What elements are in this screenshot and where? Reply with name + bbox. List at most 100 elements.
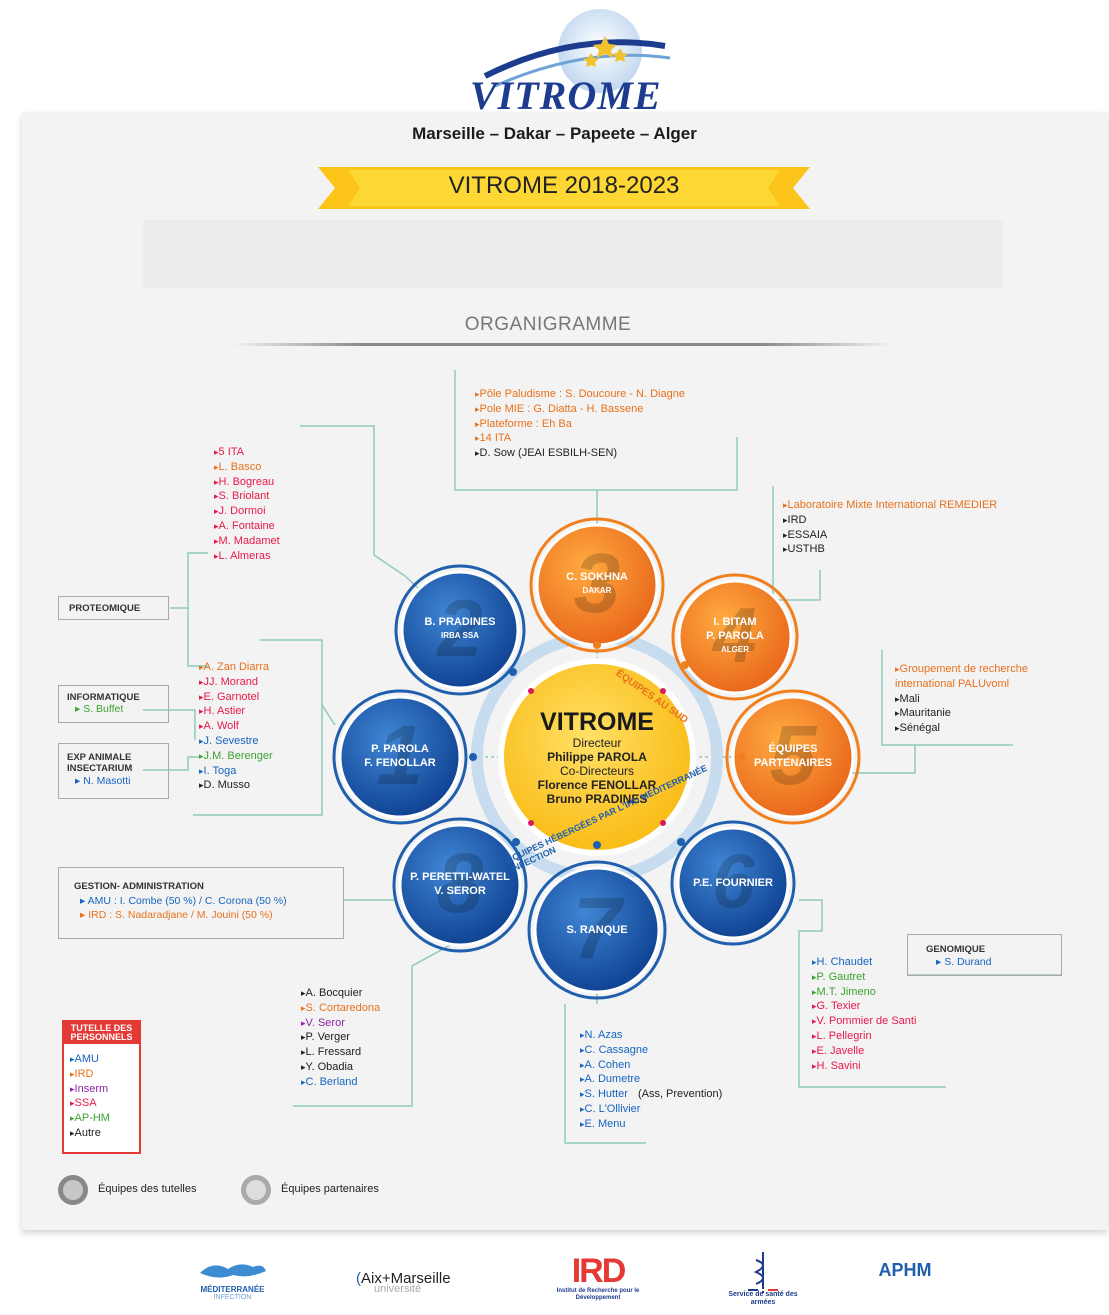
team4-item-text: ESSAIA [787,528,828,541]
team7-item: A. Dumetre [580,1072,722,1087]
team1-item-text: A. Zan Diarra [203,661,269,673]
team-1-circle [338,695,462,819]
team1-item-text: H. Astier [203,705,246,718]
legend-item: IRD [70,1067,110,1082]
tutelle-legend: TUTELLE DES PERSONNELS AMUIRDInsermSSAAP… [62,1020,141,1154]
team-8-line2: V. SEROR [434,885,486,897]
team6-item-text: H. Chaudet [816,956,873,968]
team5-item-text: Sénégal [899,722,940,735]
team2-item-text: S. Briolant [218,490,270,503]
team6-item: V. Pommier de Santi [812,1014,917,1029]
team1-item: D. Musso [199,778,273,793]
team-1-line2: F. FENOLLAR [364,757,436,769]
team7-item-note: (Ass, Prevention) [637,1088,723,1101]
informatique-label: INFORMATIQUE [67,692,140,703]
team4-item: Laboratoire Mixte International REMEDIER [783,498,998,513]
team6-item-text: H. Savini [816,1059,861,1072]
team6-item-text: L. Pellegrin [816,1029,872,1042]
section-title: ORGANIGRAMME [464,314,632,335]
team-4-number: 4 [711,591,756,679]
team7-item-text: N. Azas [584,1029,623,1041]
team8-item: L. Fressard [301,1045,380,1060]
team7-item-text: S. Hutter [584,1088,628,1101]
legend-item: AP-HM [70,1111,110,1126]
team-7-circle [533,866,661,994]
team8-item: C. Berland [301,1075,380,1090]
team-6-label: P.E. FOURNIER [663,876,803,890]
cities-subtitle: Marseille – Dakar – Papeete – Alger [412,124,697,143]
team-2-number: 2 [435,584,482,674]
caduceus-icon [748,1252,778,1293]
team4-item-text: Laboratoire Mixte International REMEDIER [787,499,998,511]
team6-item-text: V. Pommier de Santi [816,1015,917,1028]
informatique-member: S. Buffet [83,703,124,715]
logo-ssa: Service de santé des armées [725,1250,801,1307]
logo1-line1: MÉDITERRANÉE [200,1285,265,1294]
logo1-line2: INFECTION [213,1294,252,1301]
legend-item: Autre [70,1126,110,1141]
team7-item-text: A. Cohen [584,1058,631,1071]
team6-item: P. Gautret [812,970,916,985]
team-6-number: 6 [712,839,756,925]
logo3-line2: Institut de Recherche pour le Développem… [556,1288,640,1301]
team1-item: A. Wolf [199,719,273,734]
team6-item: G. Texier [812,999,916,1014]
team6-item-text: P. Gautret [816,970,866,983]
exp-animale-label: EXP ANIMALE INSECTARIUM [67,752,133,774]
team-5-circle [731,695,855,819]
team1-item: J. Sevestre [199,734,273,749]
team2-item: S. Briolant [214,489,280,504]
legend-item: SSA [70,1096,110,1111]
tutelle-legend-list: AMUIRDInsermSSAAP-HMAutre [70,1052,110,1141]
team7-item: C. Cassagne [580,1043,722,1058]
team6-item: L. Pellegrin [812,1029,916,1044]
team-6-circle [676,826,790,940]
team3-item: Pôle Paludisme : S. Doucoure - N. Diagne [475,387,685,402]
team3-item-text: 14 ITA [479,432,512,445]
team6-item: H. Savini [812,1059,916,1074]
team7-item: S. Hutter (Ass, Prevention) [580,1087,723,1102]
team7-item-text: C. L'Ollivier [584,1102,641,1115]
team-8-line1: P. PERETTI-WATEL [410,871,510,883]
team1-item-text: I. Toga [203,764,237,777]
team3-item-text: Pole MIE : G. Diatta - H. Bassene [479,402,644,415]
team1-item-text: D. Musso [203,779,250,792]
period-banner-text: VITROME 2018-2023 [448,172,680,199]
team3-item-text: Plateforme : Eh Ba [479,417,572,430]
team1-item: I. Toga [199,764,273,779]
team2-item: A. Fontaine [214,519,280,534]
team3-item: 14 ITA [475,431,685,446]
team7-item: A. Cohen [580,1058,722,1073]
legend-item: Inserm [70,1082,110,1097]
team-7-line1: S. RANQUE [566,923,628,936]
team3-item-text: Pôle Paludisme : S. Doucoure - N. Diagne [479,388,685,400]
exp-animale-member: N. Masotti [83,775,131,787]
team6-item-text: E. Javelle [816,1044,865,1057]
team5-item: Sénégal [895,721,1055,736]
team-4-circle [677,579,793,695]
team-3-ring [529,517,665,653]
team4-item: IRD [783,513,997,528]
team8-member-list: A. BocquierS. CortaredonaV. SerorP. Verg… [301,986,381,1090]
legend-item-text: Autre [74,1126,101,1139]
team8-item-text: S. Cortaredona [305,1001,381,1014]
genomique-box: GENOMIQUE ▸ S. Durand [907,934,1062,976]
team1-item: H. Astier [199,704,273,719]
team-5-number: 5 [770,708,818,802]
team3-item: Pole MIE : G. Diatta - H. Bassene [475,402,685,417]
team1-item-text: A. Wolf [203,720,239,733]
team-8-circle [398,823,522,947]
legend-item: AMU [70,1052,110,1067]
team4-item: ESSAIA [783,528,997,543]
team5-member-list: Groupement de recherche international PA… [895,662,1055,736]
team-1-line1: P. PAROLA [371,743,429,755]
team1-item: A. Zan Diarra [199,660,273,675]
proteomique-label: PROTEOMIQUE [69,603,141,614]
logo2-line1: Aix+Marseille [361,1270,451,1287]
center-codirector-1: Florence FENOLLAR [537,778,657,792]
logo-wordmark: VITROME [470,73,662,118]
mediterranee-map-icon [199,1264,266,1278]
center-role-codirectors: Co-Directeurs [559,764,634,778]
center-role-director: Directeur [572,736,622,750]
team2-item: J. Dormoi [214,504,280,519]
